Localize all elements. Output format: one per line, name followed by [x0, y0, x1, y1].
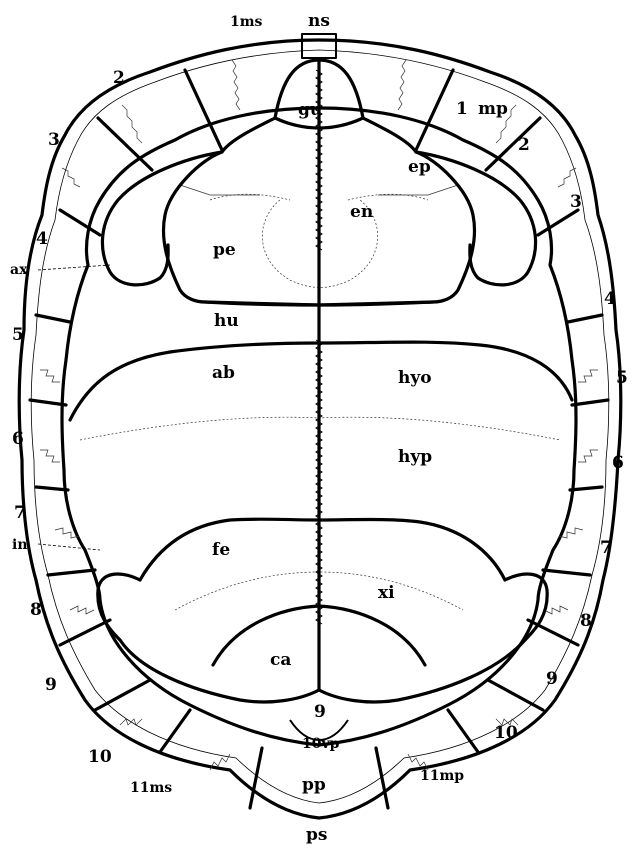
label-left-5: 5	[12, 325, 24, 345]
label-hu: hu	[214, 311, 239, 331]
midline-zipper-lower	[316, 340, 322, 624]
label-ps: ps	[306, 825, 327, 845]
label-left-9: 9	[45, 675, 57, 695]
label-hyo: hyo	[398, 368, 432, 388]
label-ab: ab	[212, 363, 235, 383]
label-pp: pp	[302, 775, 326, 795]
label-ax: ax	[10, 262, 28, 278]
label-left-7: 7	[14, 503, 26, 523]
posterior-lobe-outline	[120, 640, 525, 702]
ax-leader	[38, 265, 110, 270]
label-ns: ns	[308, 11, 330, 31]
label-right-5: 5	[616, 368, 628, 388]
nuchal-scute	[302, 34, 336, 58]
label-hyp: hyp	[398, 447, 432, 467]
posterior-lobe-left	[98, 574, 140, 640]
label-right-7: 7	[600, 538, 612, 558]
label-right-4: 4	[604, 289, 616, 309]
label-10vp: 10vp	[302, 736, 340, 752]
label-9-midline: 9	[314, 702, 326, 722]
label-left-8: 8	[30, 600, 42, 620]
label-mp-1: 1	[456, 99, 468, 119]
label-left-10: 10	[88, 747, 112, 767]
label-right-3: 3	[570, 192, 582, 212]
label-fe: fe	[212, 540, 230, 560]
label-xi: xi	[378, 583, 395, 603]
in-leader	[38, 544, 100, 550]
label-mp: mp	[478, 99, 508, 119]
label-in: in	[12, 537, 28, 553]
label-1ms: 1ms	[230, 14, 263, 30]
label-right-9: 9	[546, 669, 558, 689]
label-right-2: 2	[518, 135, 530, 155]
label-right-6: 6	[612, 453, 624, 473]
label-gu: gu	[298, 100, 322, 120]
label-right-8: 8	[580, 611, 592, 631]
label-left-4: 4	[36, 229, 48, 249]
label-11ms: 11ms	[130, 780, 172, 796]
label-right-10: 10	[494, 723, 518, 743]
label-en: en	[350, 202, 373, 222]
label-left-3: 3	[48, 130, 60, 150]
label-11mp: 11mp	[420, 768, 464, 784]
label-left-2: 2	[113, 68, 125, 88]
label-left-6: 6	[12, 429, 24, 449]
label-ca: ca	[270, 650, 291, 670]
label-ep: ep	[408, 157, 431, 177]
label-pe: pe	[213, 240, 236, 260]
